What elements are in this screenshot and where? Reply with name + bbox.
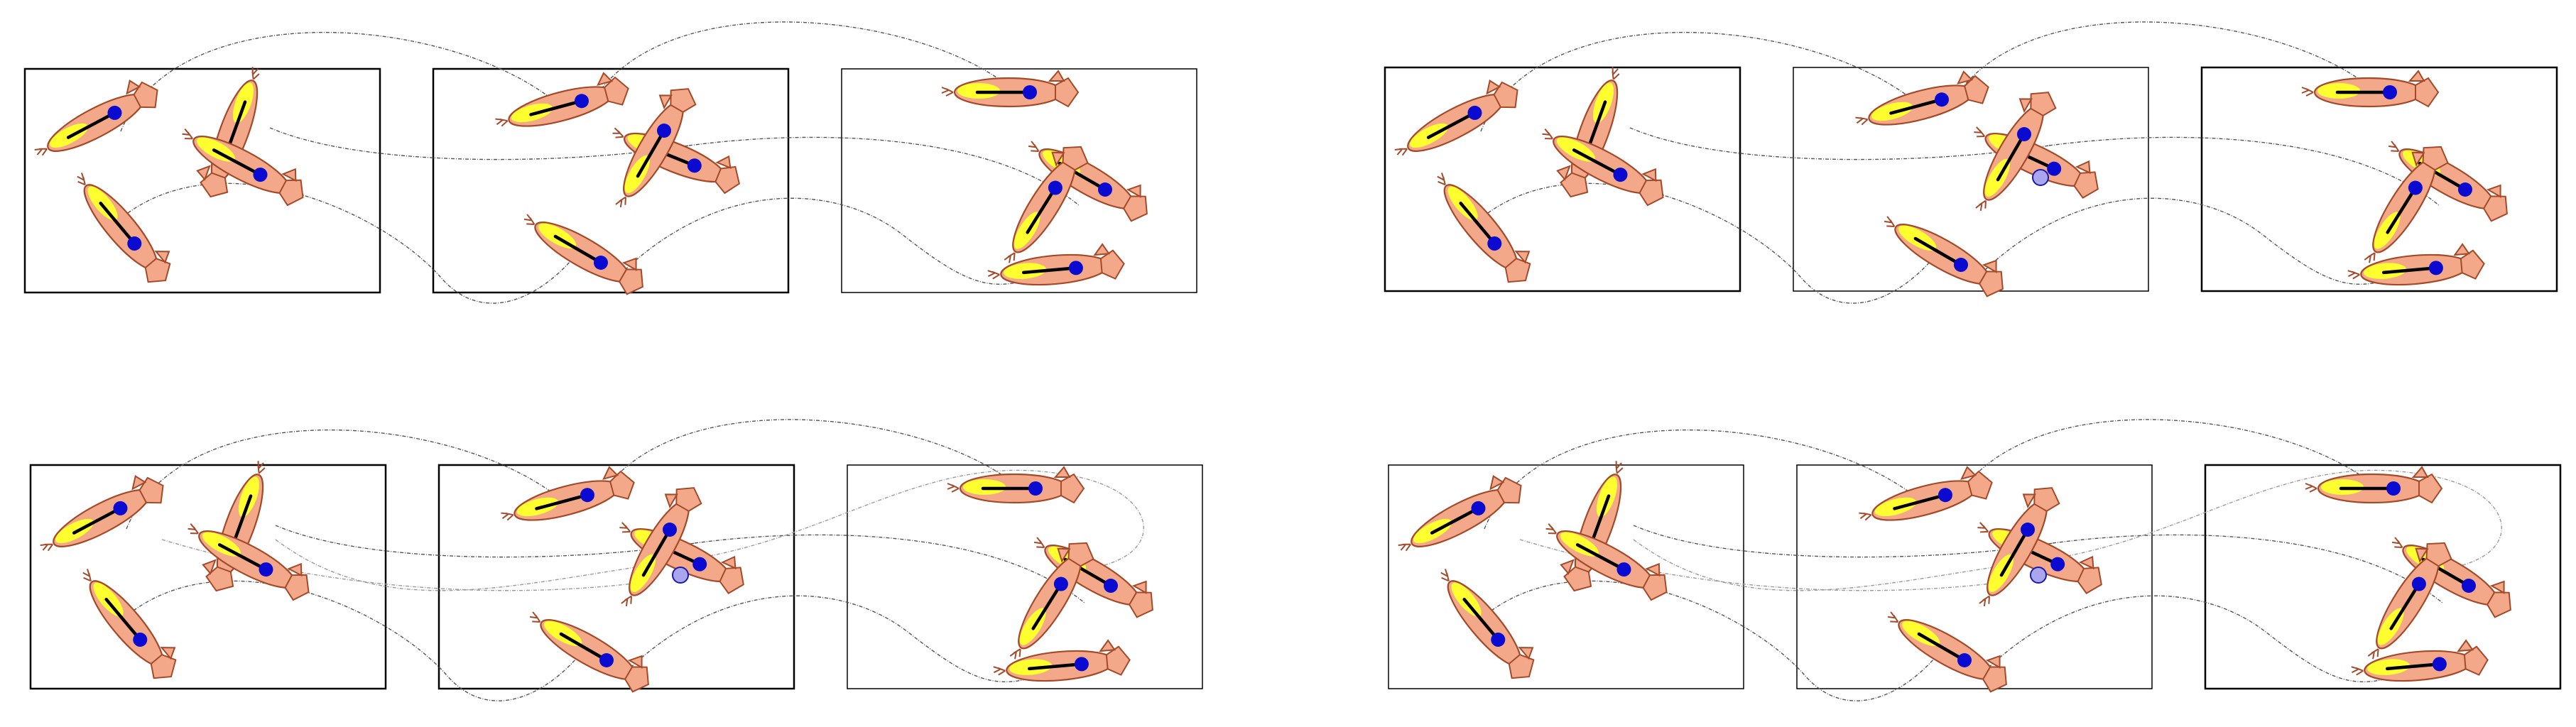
- creatures: [33, 455, 1163, 696]
- creature: [72, 559, 188, 686]
- creature: [67, 163, 182, 290]
- box-3: [2200, 66, 2558, 293]
- panel-bottom-right: [1388, 419, 2562, 701]
- box-3: [841, 68, 1197, 293]
- creature: [1391, 467, 1528, 562]
- creature: [33, 467, 170, 562]
- creature: [1878, 202, 2013, 301]
- box-3: [2204, 464, 2562, 690]
- creature: [523, 598, 659, 696]
- creature: [518, 200, 653, 299]
- creature: [2305, 467, 2442, 503]
- creatures: [1387, 61, 2518, 301]
- creatures: [1391, 455, 2521, 696]
- box-2: [1793, 67, 2149, 292]
- panel-bottom-left: [29, 419, 1203, 701]
- creature: [987, 243, 1126, 290]
- creature: [942, 71, 1078, 106]
- box-1: [1388, 464, 1744, 689]
- extra-link: [1633, 469, 2502, 591]
- box-3: [847, 464, 1203, 689]
- creature: [992, 639, 1131, 687]
- creatures: [27, 61, 1158, 299]
- creature: [947, 467, 1084, 503]
- creature: [2350, 639, 2489, 687]
- creature: [1427, 163, 1542, 290]
- creature: [27, 72, 164, 167]
- box-2: [432, 67, 790, 294]
- extra-link: [275, 469, 1144, 591]
- creature: [491, 68, 631, 138]
- box-2: [1796, 464, 2153, 689]
- creature: [2347, 243, 2486, 290]
- creature: [2302, 71, 2438, 106]
- ghost-marker: [2030, 567, 2047, 584]
- creature: [1430, 559, 1545, 686]
- panel-top-right: [1384, 21, 2558, 304]
- box-1: [23, 67, 381, 294]
- box-2: [438, 464, 795, 690]
- box-1: [1384, 66, 1741, 293]
- creature: [1851, 67, 1991, 136]
- creature: [1387, 72, 1524, 167]
- ghost-marker: [2032, 169, 2049, 186]
- box-1: [29, 464, 387, 690]
- panel-top-left: [23, 21, 1197, 304]
- ghost-marker: [672, 567, 689, 584]
- creature: [1881, 598, 2017, 696]
